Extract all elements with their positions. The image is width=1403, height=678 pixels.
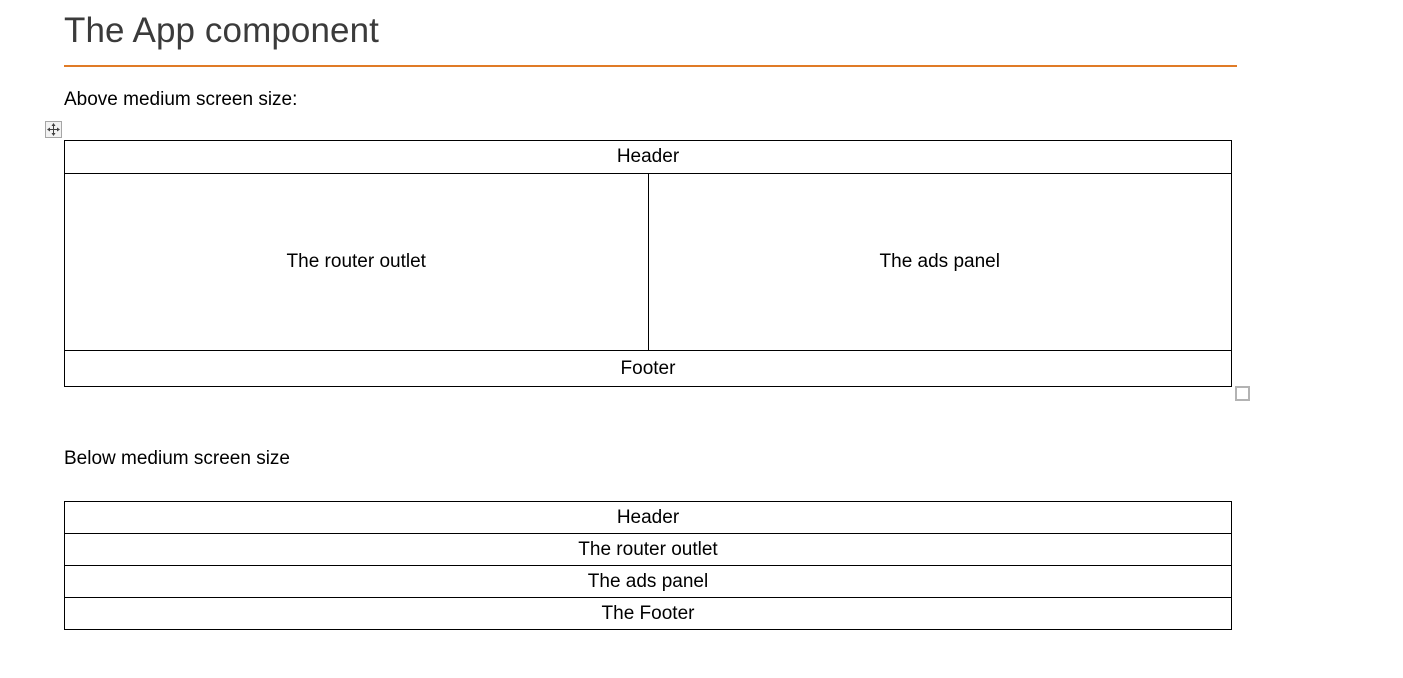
cell-ads-panel[interactable]: The ads panel	[64, 565, 1232, 598]
table-row[interactable]: The Footer	[64, 597, 1232, 630]
cell-footer[interactable]: Footer	[64, 350, 1232, 387]
table-row[interactable]: The router outlet The ads panel	[64, 173, 1232, 351]
table-move-handle-icon[interactable]	[45, 121, 62, 138]
cell-ads-panel[interactable]: The ads panel	[647, 173, 1232, 351]
table-row[interactable]: The router outlet	[64, 533, 1232, 566]
table-row[interactable]: Header	[64, 501, 1232, 534]
cell-footer[interactable]: The Footer	[64, 597, 1232, 630]
label-below-medium-screen-size: Below medium screen size	[64, 448, 290, 469]
table-below-medium-screen-size[interactable]: Header The router outlet The ads panel T…	[64, 501, 1232, 630]
cell-router-outlet[interactable]: The router outlet	[64, 173, 649, 351]
table-above-medium-screen-size[interactable]: Header The router outlet The ads panel F…	[64, 140, 1232, 387]
heading-underline-rule	[64, 65, 1237, 67]
table-resize-handle-icon[interactable]	[1235, 386, 1250, 401]
table-row[interactable]: Footer	[64, 350, 1232, 387]
cell-router-outlet[interactable]: The router outlet	[64, 533, 1232, 566]
table-row[interactable]: The ads panel	[64, 565, 1232, 598]
table-row[interactable]: Header	[64, 140, 1232, 174]
page-title: The App component	[64, 11, 379, 50]
label-above-medium-screen-size: Above medium screen size:	[64, 89, 298, 110]
cell-header[interactable]: Header	[64, 501, 1232, 534]
cell-header[interactable]: Header	[64, 140, 1232, 174]
